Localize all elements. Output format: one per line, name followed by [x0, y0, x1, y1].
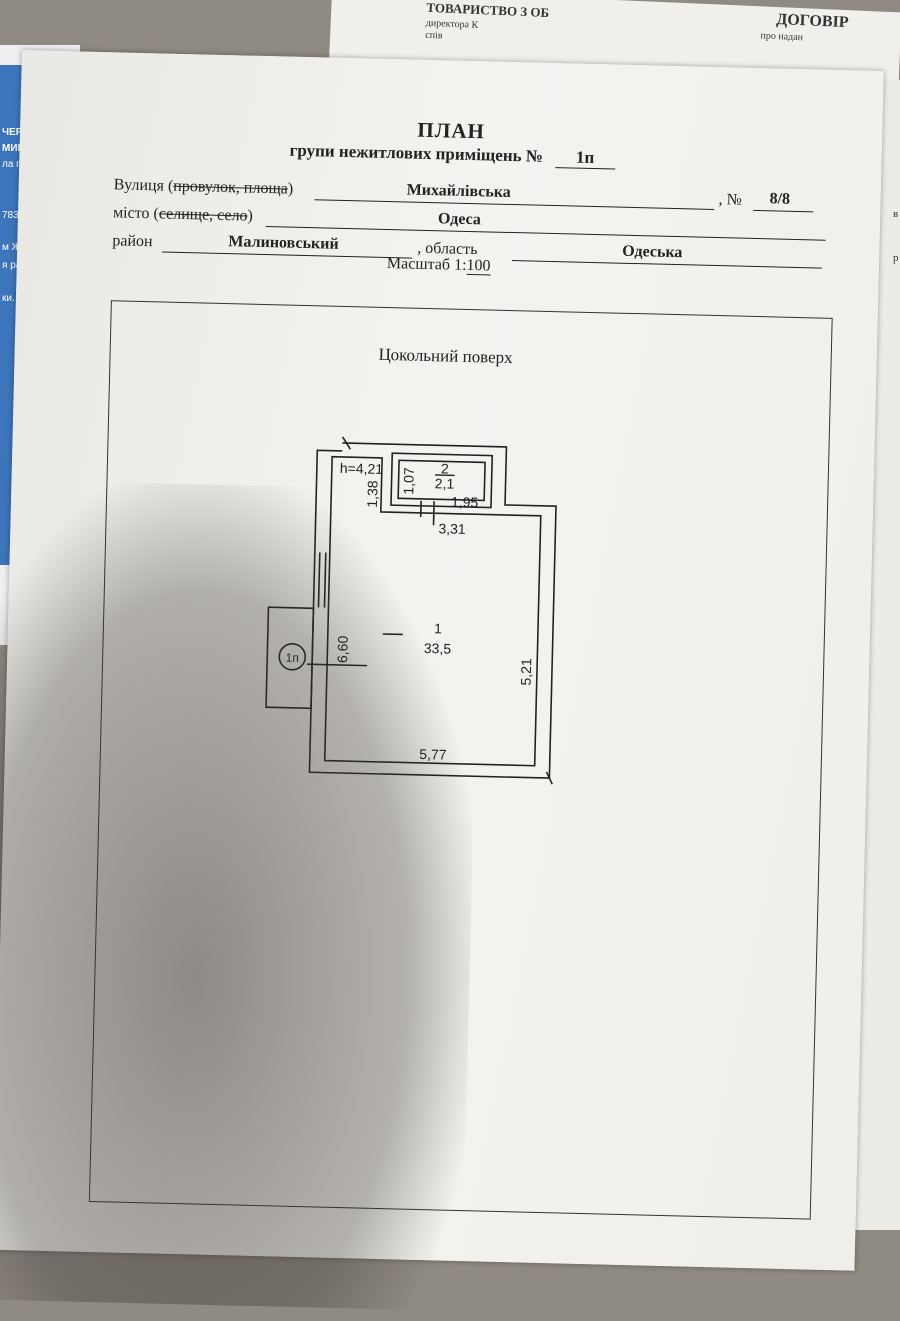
scale: Масштаб 1:100 [387, 255, 491, 276]
premises-number: 1п [555, 147, 615, 169]
dim-5-21: 5,21 [518, 658, 535, 686]
dim-tick [307, 664, 367, 665]
dim-tick [318, 552, 319, 607]
dim-tick [324, 553, 325, 608]
city-struck-text: селище, село [159, 205, 248, 224]
region-line: Одеська [512, 242, 822, 269]
outer-wall [309, 442, 557, 778]
city-value: Одеса [438, 210, 481, 229]
scale-label: Масштаб 1: [387, 255, 467, 274]
street-label: Вулиця (провулок, площа) [114, 176, 294, 198]
region-value: Одеська [622, 243, 683, 262]
contract-sub: про надан [760, 30, 803, 43]
district-line: Малиновський [162, 233, 412, 258]
city-label-text: місто ( [113, 204, 159, 222]
district-value: Малиновський [228, 233, 339, 254]
floor-plan: h=4,21 1,38 1,07 2 2,1 1,95 3,31 6,60 1 … [234, 431, 603, 800]
company-sub: спів [425, 30, 443, 42]
city-line: Одеса [266, 208, 826, 241]
dim-1-95: 1,95 [451, 494, 479, 511]
room-2-area: 2,1 [435, 475, 455, 491]
company-sub: директора К [426, 18, 479, 31]
room-2-number: 2 [441, 460, 449, 476]
room-1-area: 33,5 [424, 640, 452, 657]
dim-1-07: 1,07 [400, 467, 417, 495]
dim-1-38: 1,38 [364, 480, 381, 508]
contract-heading: ДОГОВІР [776, 11, 849, 32]
dim-tick [434, 501, 435, 525]
street-label-end: ) [288, 181, 294, 198]
right-page-text: р [893, 252, 899, 264]
room-1-number: 1 [434, 620, 442, 636]
city-label: місто (селище, село) [113, 204, 253, 225]
street-struck-text: провулок, площа [173, 178, 288, 198]
entrance-label: 1п [285, 651, 299, 665]
district-label: район [112, 232, 153, 251]
house-number-line: 8/8 [753, 192, 813, 212]
street-line: Михайлівська [314, 181, 714, 210]
city-label-end: ) [247, 208, 253, 225]
right-page-text: в [893, 208, 898, 220]
street-value: Михайлівська [406, 181, 511, 202]
dim-6-60: 6,60 [334, 635, 351, 663]
house-number-value: 8/8 [769, 190, 790, 208]
scale-value: 100 [466, 257, 490, 276]
street-label-text: Вулиця ( [114, 176, 174, 194]
house-number-label: , № [718, 191, 742, 210]
dim-3-31: 3,31 [438, 520, 466, 537]
dim-5-77: 5,77 [419, 746, 447, 763]
height-label: h=4,21 [340, 460, 384, 477]
plan-sheet: ПЛАН групи нежитлових приміщень № 1п Вул… [0, 50, 884, 1271]
flyer-text: ки. [2, 293, 15, 304]
